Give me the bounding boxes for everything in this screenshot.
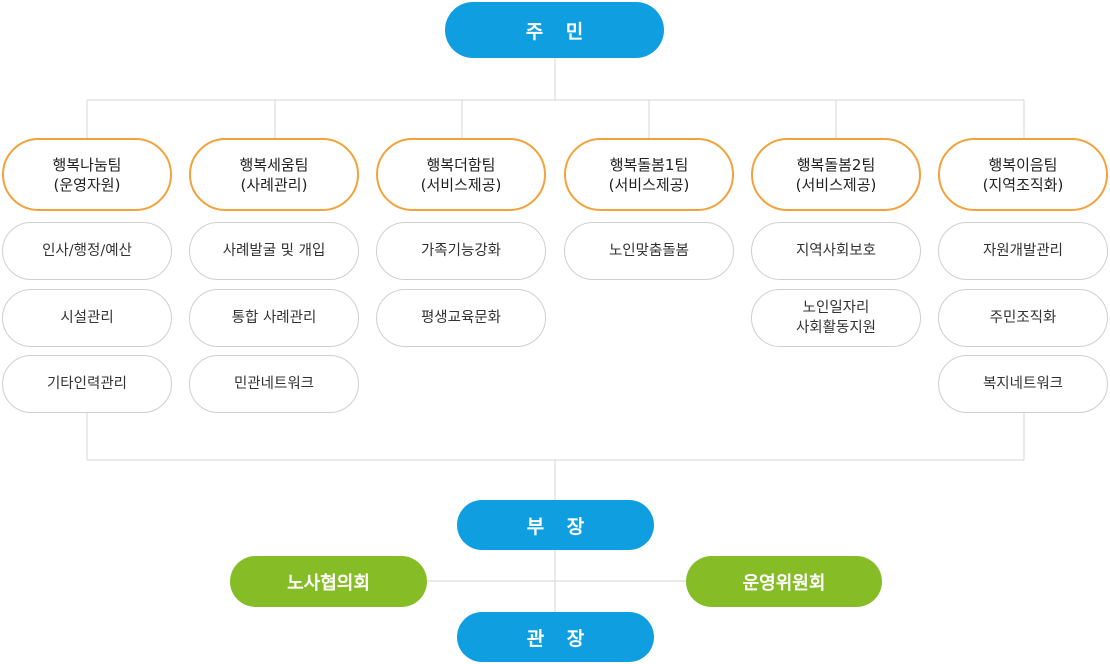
labor-council-label: 노사협의회 [287, 572, 370, 594]
task-node: 통합 사례관리 [189, 289, 359, 347]
task-node: 사례발굴 및 개입 [189, 222, 359, 280]
steering-committee-node: 운영위원회 [686, 556, 882, 607]
task-node: 주민조직화 [938, 289, 1108, 347]
task-node: 평생교육문화 [376, 289, 546, 347]
team-name: 행복세움팀 (사례관리) [239, 155, 309, 194]
task-node: 민관네트워크 [189, 355, 359, 413]
task-label: 지역사회보호 [795, 243, 877, 259]
task-node: 자원개발관리 [938, 222, 1108, 280]
residents-label: 주 민 [525, 20, 592, 43]
task-label: 인사/행정/예산 [42, 243, 132, 259]
task-node: 노인일자리 사회활동지원 [751, 289, 921, 347]
labor-council-node: 노사협의회 [230, 556, 427, 607]
team-node-2: 행복세움팀 (사례관리) [189, 138, 359, 211]
team-name: 행복나눔팀 (운영자원) [52, 155, 122, 194]
deputy-label: 부 장 [526, 515, 593, 538]
team-node-5: 행복돌봄2팀 (서비스제공) [751, 138, 921, 211]
task-label: 노인일자리 사회활동지원 [795, 300, 877, 336]
team-name: 행복더함팀 (서비스제공) [420, 155, 502, 194]
task-node: 인사/행정/예산 [2, 222, 172, 280]
team-name: 행복돌봄1팀 (서비스제공) [608, 155, 690, 194]
task-node: 시설관리 [2, 289, 172, 347]
task-label: 평생교육문화 [420, 310, 502, 326]
deputy-node: 부 장 [457, 500, 654, 550]
task-label: 사례발굴 및 개입 [222, 243, 326, 259]
task-label: 민관네트워크 [233, 376, 315, 392]
task-node: 지역사회보호 [751, 222, 921, 280]
director-node: 관 장 [457, 612, 654, 662]
task-node: 기타인력관리 [2, 355, 172, 413]
task-label: 자원개발관리 [982, 243, 1064, 259]
team-node-6: 행복이음팀 (지역조직화) [938, 138, 1108, 211]
task-node: 노인맞춤돌봄 [564, 222, 734, 280]
team-node-1: 행복나눔팀 (운영자원) [2, 138, 172, 211]
task-label: 통합 사례관리 [231, 310, 317, 326]
team-name: 행복돌봄2팀 (서비스제공) [795, 155, 877, 194]
task-node: 복지네트워크 [938, 355, 1108, 413]
task-label: 기타인력관리 [46, 376, 128, 392]
team-node-3: 행복더함팀 (서비스제공) [376, 138, 546, 211]
task-label: 가족기능강화 [420, 243, 502, 259]
task-label: 시설관리 [60, 310, 114, 326]
residents-node: 주 민 [445, 2, 664, 58]
team-name: 행복이음팀 (지역조직화) [982, 155, 1064, 194]
task-label: 주민조직화 [989, 310, 1057, 326]
task-label: 노인맞춤돌봄 [608, 243, 690, 259]
director-label: 관 장 [526, 627, 593, 650]
task-label: 복지네트워크 [982, 376, 1064, 392]
team-node-4: 행복돌봄1팀 (서비스제공) [564, 138, 734, 211]
task-node: 가족기능강화 [376, 222, 546, 280]
steering-committee-label: 운영위원회 [742, 572, 826, 594]
